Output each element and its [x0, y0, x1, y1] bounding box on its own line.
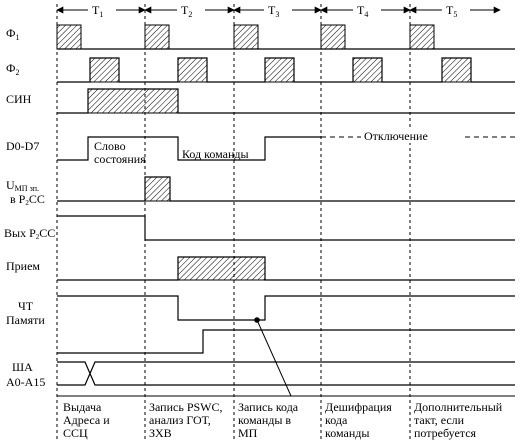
note-t1-line2: Адреса и	[63, 413, 110, 427]
note-t3-line3: МП	[238, 426, 258, 440]
label-data-bus: D0-D7	[6, 139, 39, 153]
label-u-mp: UМП зп.	[6, 178, 39, 193]
period-label-3: T3	[268, 3, 279, 19]
note-t1-line3: ССЦ	[63, 426, 88, 440]
label-phi1: Ф1	[6, 26, 19, 42]
waveform-priem	[57, 256, 515, 281]
note-status-word-2: состояния	[94, 152, 146, 166]
waveform-phi1	[56, 24, 515, 50]
waveform-phi2	[57, 57, 515, 83]
note-t4-line1: Дешифрация	[325, 400, 392, 414]
waveform-sin	[57, 88, 515, 114]
label-phi2: Ф2	[6, 61, 19, 77]
period-label-2: T2	[181, 3, 192, 19]
label-sin: СИН	[6, 92, 32, 106]
note-t4-line3: команды	[325, 426, 369, 440]
period-label-1: T1	[92, 3, 103, 19]
note-t1-line1: Выдача	[63, 400, 102, 414]
bottom-notes: Выдача Адреса и ССЦ Запись PSWC, анализ …	[63, 400, 503, 440]
label-vyh: Вых Р2СС	[4, 226, 55, 241]
note-t5-line3: потребуется	[414, 426, 477, 440]
label-sha-2: А0-А15	[6, 375, 45, 389]
period-label-5: T5	[446, 3, 457, 19]
note-t2-line1: Запись PSWC,	[149, 400, 223, 414]
note-command-code: Код команды	[182, 147, 249, 161]
waveform-u-mp	[57, 176, 515, 202]
label-cht-2: Памяти	[6, 313, 45, 327]
note-t5-line2: такт, если	[414, 413, 465, 427]
waveform-sha	[57, 361, 515, 386]
note-t3-line1: Запись кода	[238, 400, 299, 414]
note-disconnect: Отключение	[364, 129, 428, 143]
note-status-word: Слово	[94, 139, 126, 153]
waveform-vyh	[57, 215, 515, 241]
waveform-data-bus: Отключение Слово состояния Код команды	[57, 129, 515, 166]
period-axis: T1 T2 T3 T4 T5	[56, 3, 501, 19]
note-t4-line2: кода	[325, 413, 348, 427]
label-cht: ЧТ	[18, 299, 34, 313]
note-t2-line2: анализ ГОТ,	[149, 413, 211, 427]
label-sha: ША	[12, 360, 33, 374]
label-priem: Прием	[6, 259, 40, 273]
note-t5-line1: Дополнительный	[414, 400, 503, 414]
period-label-4: T4	[357, 3, 368, 19]
latch-point	[254, 317, 260, 323]
label-u-mp-2: в Р2СС	[10, 192, 45, 207]
waveform-cht	[57, 295, 515, 397]
note-t2-line3: ЗХВ	[149, 426, 172, 440]
note-t3-line2: команды в	[238, 413, 291, 427]
signal-labels: Ф1 Ф2 СИН D0-D7 UМП зп. в Р2СС Вых Р2СС …	[4, 26, 55, 389]
